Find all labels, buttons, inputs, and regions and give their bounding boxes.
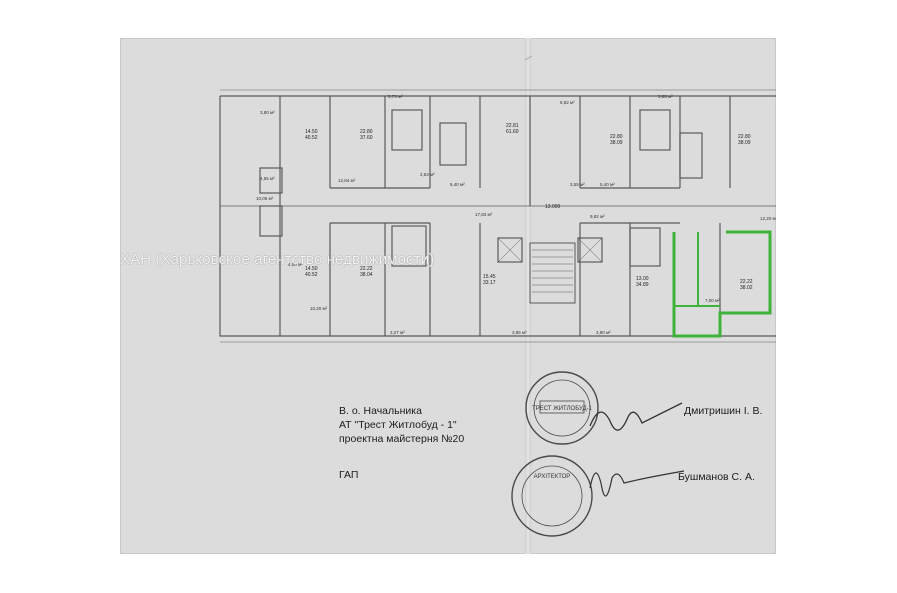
svg-text:61.60: 61.60: [506, 129, 519, 135]
svg-text:3,66 м²: 3,66 м²: [658, 94, 673, 99]
signature-2: [589, 470, 685, 497]
svg-text:5,40 м²: 5,40 м²: [600, 182, 615, 187]
svg-text:10,20 м²: 10,20 м²: [310, 306, 328, 311]
svg-text:3,80 м²: 3,80 м²: [260, 110, 275, 115]
svg-text:38.04: 38.04: [360, 272, 373, 278]
svg-text:22.80: 22.80: [610, 134, 623, 140]
svg-text:4,00 м²: 4,00 м²: [288, 262, 303, 267]
svg-text:34.89: 34.89: [636, 282, 649, 288]
signer-2-name: Бушманов С. А.: [678, 471, 755, 483]
architect-seal: АРХІТЕКТОР: [511, 455, 593, 537]
svg-text:22.22: 22.22: [740, 279, 753, 285]
svg-text:9,82 м²: 9,82 м²: [590, 214, 605, 219]
svg-text:3,85 м²: 3,85 м²: [512, 330, 527, 335]
signature-1: [589, 402, 683, 431]
svg-text:22.22: 22.22: [360, 266, 373, 272]
svg-text:22.80: 22.80: [360, 129, 373, 135]
gap-label: ГАП: [339, 469, 359, 481]
signer-1-name: Дмитришин І. В.: [684, 405, 763, 417]
svg-text:4,55 м²: 4,55 м²: [260, 176, 275, 181]
svg-text:33.17: 33.17: [483, 280, 496, 286]
svg-text:13.000: 13.000: [545, 204, 561, 210]
svg-text:17,83 м²: 17,83 м²: [475, 212, 493, 217]
svg-text:3,90 м²: 3,90 м²: [596, 330, 611, 335]
svg-text:7,00 м²: 7,00 м²: [705, 298, 720, 303]
svg-text:13.00: 13.00: [636, 276, 649, 282]
stamps-layer: ТРЕСТ ЖИТЛОБУД-1 АРХІТЕКТОР: [511, 371, 685, 537]
svg-text:5,40 м²: 5,40 м²: [450, 182, 465, 187]
svg-text:22.80: 22.80: [738, 134, 751, 140]
svg-text:14.50: 14.50: [305, 266, 318, 272]
svg-text:АРХІТЕКТОР: АРХІТЕКТОР: [534, 474, 571, 480]
svg-text:40.52: 40.52: [305, 135, 318, 141]
watermark-text: ХАН (Харьковское агентство недвижимости): [120, 251, 435, 268]
company-seal: ТРЕСТ ЖИТЛОБУД-1: [525, 371, 599, 445]
svg-text:40.52: 40.52: [305, 272, 318, 278]
svg-text:3,55 м²: 3,55 м²: [570, 182, 585, 187]
svg-text:10,05 м²: 10,05 м²: [256, 196, 274, 201]
svg-text:5,73 м²: 5,73 м²: [388, 94, 403, 99]
svg-text:38.09: 38.09: [610, 140, 623, 146]
svg-text:12,20 м²: 12,20 м²: [760, 216, 776, 221]
svg-text:12,84 м²: 12,84 м²: [338, 178, 356, 183]
svg-text:2,63 м²: 2,63 м²: [420, 172, 435, 177]
svg-text:3,27 м²: 3,27 м²: [390, 330, 405, 335]
svg-text:14.50: 14.50: [305, 129, 318, 135]
svg-text:15.45: 15.45: [483, 274, 496, 280]
svg-text:37.60: 37.60: [360, 135, 373, 141]
title-line-1: В. о. Начальника: [339, 405, 422, 417]
svg-text:38.09: 38.09: [738, 140, 751, 146]
title-line-3: проектна майстерня №20: [339, 433, 465, 445]
title-line-2: АТ "Трест Житлобуд - 1": [339, 419, 457, 431]
svg-text:38.02: 38.02: [740, 285, 753, 291]
svg-text:22.81: 22.81: [506, 123, 519, 129]
svg-text:8,82 м²: 8,82 м²: [560, 100, 575, 105]
paper-fold: [525, 38, 531, 554]
svg-text:ТРЕСТ ЖИТЛОБУД-1: ТРЕСТ ЖИТЛОБУД-1: [532, 406, 593, 412]
